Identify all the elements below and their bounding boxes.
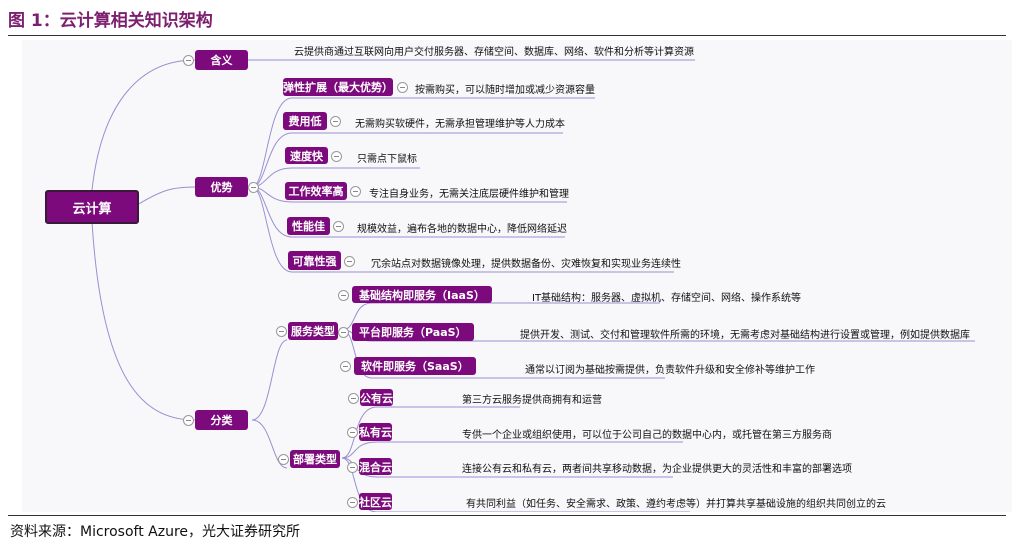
collapse-toggle-icon[interactable]	[347, 497, 358, 508]
collapse-toggle-icon[interactable]	[278, 454, 289, 465]
collapse-toggle-icon[interactable]	[248, 182, 259, 193]
advantage-text: 按需购买，可以随时增加或减少资源容量	[415, 85, 595, 96]
collapse-toggle-icon[interactable]	[183, 415, 194, 426]
node-meaning[interactable]: 含义	[195, 50, 248, 70]
collapse-toggle-icon[interactable]	[330, 116, 341, 127]
node-low-cost[interactable]: 费用低	[283, 112, 327, 130]
node-paas[interactable]: 平台即服务（PaaS）	[352, 323, 474, 341]
collapse-toggle-icon[interactable]	[333, 221, 344, 232]
service-text: IT基础结构：服务器、虚拟机、存储空间、网络、操作系统等	[532, 293, 802, 304]
advantage-text: 冗余站点对数据镜像处理，提供数据备份、灾难恢复和实现业务连续性	[371, 259, 681, 270]
connector-lines	[91, 59, 975, 512]
service-text: 提供开发、测试、交付和管理软件所需的环境，无需考虑对基础结构进行设置或管理，例如…	[520, 330, 970, 341]
mind-map: 云计算 含义 云提供商通过互联网向用户交付服务器、存储空间、数据库、网络、软件和…	[22, 40, 1012, 512]
node-community-cloud[interactable]: 社区云	[359, 493, 392, 510]
node-elastic-scaling[interactable]: 弹性扩展（最大优势）	[283, 78, 393, 96]
advantage-text: 专注自身业务，无需关注底层硬件维护和管理	[369, 189, 569, 200]
source-note: 资料来源：Microsoft Azure，光大证券研究所	[10, 524, 301, 540]
collapse-toggle-icon[interactable]	[276, 326, 287, 337]
node-reliability[interactable]: 可靠性强	[288, 251, 341, 270]
collapse-toggle-icon[interactable]	[347, 462, 358, 473]
node-fast[interactable]: 速度快	[285, 147, 328, 164]
deploy-text: 连接公有云和私有云，两者间共享移动数据，为企业提供更大的灵活性和丰富的部署选项	[462, 464, 852, 475]
deploy-text: 专供一个企业或组织使用，可以位于公司自己的数据中心内，或托管在第三方服务商	[462, 430, 832, 441]
meaning-text: 云提供商通过互联网向用户交付服务器、存储空间、数据库、网络、软件和分析等计算资源	[294, 47, 694, 58]
collapse-toggle-icon[interactable]	[344, 256, 355, 267]
collapse-toggle-icon[interactable]	[183, 55, 194, 66]
node-efficiency[interactable]: 工作效率高	[285, 182, 347, 200]
collapse-toggle-icon[interactable]	[397, 82, 408, 93]
node-iaas[interactable]: 基础结构即服务（IaaS）	[352, 286, 492, 303]
title-divider	[8, 35, 1006, 36]
node-classification[interactable]: 分类	[195, 410, 248, 430]
collapse-toggle-icon[interactable]	[350, 186, 361, 197]
node-advantages[interactable]: 优势	[195, 177, 248, 197]
advantage-text: 无需购买软硬件，无需承担管理维护等人力成本	[355, 119, 565, 130]
collapse-toggle-icon[interactable]	[340, 361, 351, 372]
advantage-text: 只需点下鼠标	[357, 154, 417, 165]
collapse-toggle-icon[interactable]	[348, 393, 359, 404]
deploy-text: 有共同利益（如任务、安全需求、政策、遵约考虑等）并打算共享基础设施的组织共同创立…	[466, 499, 886, 510]
node-service-types[interactable]: 服务类型	[288, 322, 338, 340]
collapse-toggle-icon[interactable]	[331, 151, 342, 162]
node-deployment-types[interactable]: 部署类型	[290, 450, 340, 468]
collapse-toggle-icon[interactable]	[338, 327, 349, 338]
advantage-text: 规模效益，遍布各地的数据中心，降低网络延迟	[357, 224, 567, 235]
node-public-cloud[interactable]: 公有云	[360, 389, 393, 406]
service-text: 通常以订阅为基础按需提供，负责软件升级和安全修补等维护工作	[525, 365, 815, 376]
footer-divider	[8, 515, 1006, 516]
figure-title: 图 1：云计算相关知识架构	[8, 11, 213, 31]
collapse-toggle-icon[interactable]	[338, 290, 349, 301]
node-hybrid-cloud[interactable]: 混合云	[359, 458, 392, 475]
node-private-cloud[interactable]: 私有云	[359, 423, 392, 441]
collapse-toggle-icon[interactable]	[347, 427, 358, 438]
node-saas[interactable]: 软件即服务（SaaS）	[354, 357, 476, 375]
deploy-text: 第三方云服务提供商拥有和运营	[462, 395, 602, 406]
node-performance[interactable]: 性能佳	[287, 217, 330, 235]
root-node-cloud-computing[interactable]: 云计算	[45, 190, 139, 224]
